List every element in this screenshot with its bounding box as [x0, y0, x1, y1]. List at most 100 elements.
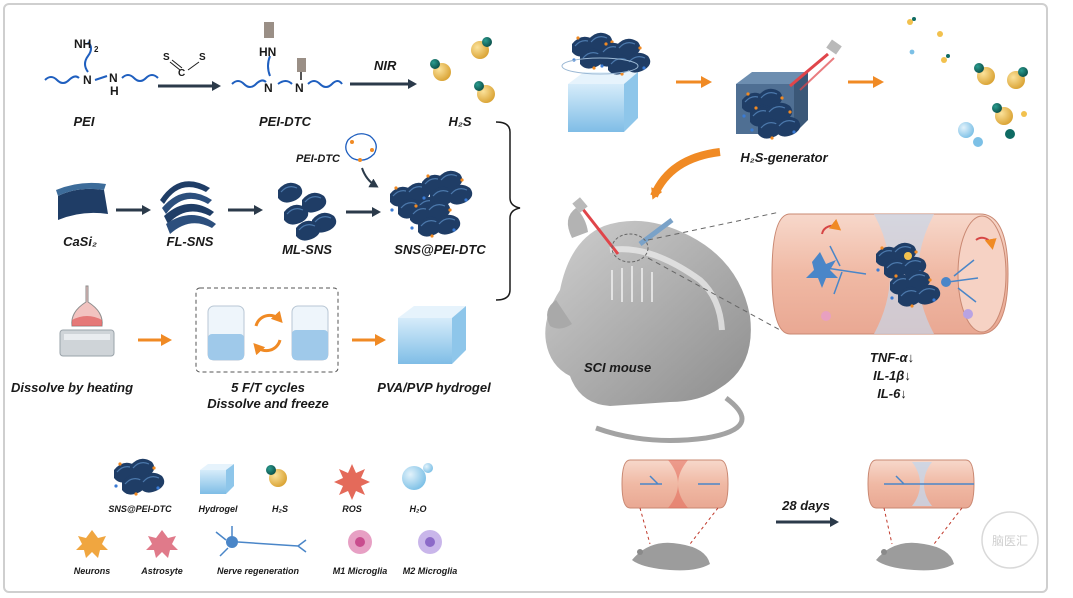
release-h2s-3	[992, 103, 1013, 125]
ml-sns-material: ML-SNS	[277, 182, 337, 257]
sns-pei-dtc-label: SNS@PEI-DTC	[394, 242, 486, 257]
mouse-ribs	[611, 266, 653, 302]
dtc-group-2	[297, 58, 306, 72]
legend-label-h2o: H₂O	[410, 504, 427, 514]
legend-label-hydrogel: Hydrogel	[198, 504, 238, 514]
after-zoom-right	[933, 507, 963, 545]
heating-setup: Dissolve by heating	[11, 285, 133, 395]
legend-label-ros: ROS	[342, 504, 362, 514]
days-label: 28 days	[781, 498, 830, 513]
pei-dtc-reagent-label: PEI-DTC	[296, 153, 341, 165]
vial-2-solution	[292, 330, 328, 360]
casi2-top	[56, 182, 106, 196]
before-zoom-right	[689, 507, 719, 545]
before-cord	[621, 459, 729, 509]
pei-nh-h-label: H	[110, 84, 119, 98]
pei-side-chain	[84, 41, 92, 73]
release-dot-1	[907, 19, 913, 25]
dtc-group-1	[264, 22, 274, 38]
arrow-generator-to-mouse	[650, 148, 721, 200]
sns-cluster-3	[410, 201, 460, 238]
legend: SNS@PEI-DTC Hydrogel H₂S ROS H₂O Neurons…	[74, 459, 457, 576]
pei-dtc-dot-1	[350, 140, 354, 144]
cs2-sulfur-1: S	[163, 52, 170, 63]
ft-dashed-box	[195, 287, 339, 373]
release-dot-6	[946, 54, 950, 58]
sci-mouse: SCI mouse	[545, 197, 751, 443]
pei-chain-right	[121, 74, 159, 82]
injury-site-circle	[611, 233, 649, 263]
loaded-gel-side	[624, 72, 638, 132]
pei-chain-left	[44, 75, 80, 84]
pei-dtc-reagent: PEI-DTC	[296, 133, 379, 188]
watermark: 脑医汇	[981, 511, 1039, 569]
ml-flake-5	[295, 220, 321, 242]
fl-sns-material: FL-SNS	[160, 181, 216, 249]
after-mouse-ear	[881, 549, 887, 555]
watermark-text: 脑医汇	[992, 534, 1028, 548]
cs2-carbon: C	[178, 68, 185, 79]
before-mouse	[632, 542, 710, 571]
generator-side	[794, 72, 808, 134]
fl-sheet-3	[164, 203, 214, 224]
h2s-label: H₂S	[448, 114, 471, 129]
watermark-circle	[981, 511, 1039, 569]
pei-nh-n-label: N	[109, 71, 118, 85]
legend-icon-astrocyte	[146, 530, 178, 558]
dtc-chain-left	[231, 79, 267, 88]
legend-icon-h2s	[266, 465, 287, 487]
dtc-n2-label: N	[295, 81, 304, 95]
dtc-n1-label: N	[264, 81, 273, 95]
merge-bracket	[495, 121, 521, 301]
cytokine-il1b: IL-1β↓	[873, 368, 911, 383]
legend-icon-h2o-small	[423, 463, 433, 473]
pei-dtc-structure: HN N N PEI-DTC	[231, 22, 343, 129]
legend-icon-nerve	[215, 526, 307, 557]
fl-sheet-2	[162, 192, 212, 214]
pei-dtc-dot-2	[370, 148, 374, 152]
cord-arrow-right	[975, 236, 997, 250]
pei-amine-subscript: 2	[94, 45, 99, 54]
pei-dtc-label: PEI-DTC	[259, 114, 312, 129]
before-zoom-left	[639, 507, 651, 545]
heating-label: Dissolve by heating	[11, 380, 133, 395]
pei-chain-mid	[94, 75, 108, 81]
before-neurons	[640, 475, 720, 485]
legend-label-m1: M1 Microglia	[333, 566, 388, 576]
vial-1-solution	[208, 334, 244, 360]
pei-label: PEI	[74, 114, 95, 129]
legend-icon-m1-core	[355, 537, 365, 547]
release-h2s-2	[1007, 67, 1028, 89]
generator-top	[736, 72, 808, 84]
legend-hydrogel-side	[226, 464, 234, 494]
pei-structure: NH 2 N N H PEI	[44, 37, 159, 129]
casi2-material: CaSi₂	[56, 182, 108, 249]
ft-freeze-label: Dissolve and freeze	[207, 396, 328, 411]
cs2-sulfur-2: S	[199, 52, 206, 63]
legend-icon-sns	[114, 459, 164, 496]
release-dot-2	[912, 17, 916, 21]
pva-pvp-hydrogel: PVA/PVP hydrogel	[377, 306, 491, 395]
legend-icon-hydrogel	[200, 470, 226, 494]
hydrogel-front	[398, 318, 452, 364]
neuron-right	[941, 277, 951, 287]
pei-dtc-coil	[345, 133, 377, 161]
ml-flake-1	[277, 182, 303, 204]
arrow-pei-dtc-coating	[361, 167, 379, 188]
sns-pei-dtc-material: SNS@PEI-DTC	[390, 171, 486, 257]
h2s-molecule-3	[474, 81, 495, 103]
mouse-label: SCI mouse	[584, 360, 651, 375]
cytokine-list: TNF-α↓ IL-1β↓ IL-6↓	[870, 350, 914, 401]
legend-icon-h2o	[402, 466, 426, 490]
before-mouse-ear	[637, 549, 643, 555]
cs2-reagent: S C S	[158, 52, 221, 91]
dtc-side-chain	[267, 55, 271, 77]
cytokine-il6: IL-6↓	[877, 386, 907, 401]
fl-sheet-1	[160, 181, 210, 204]
release-dot-3	[937, 31, 943, 37]
release-dot-8	[1021, 111, 1027, 117]
cs2-bonds	[169, 59, 200, 71]
injury-h2s-dot	[904, 252, 912, 260]
m2-dot	[963, 309, 973, 319]
after-treatment	[867, 459, 975, 571]
